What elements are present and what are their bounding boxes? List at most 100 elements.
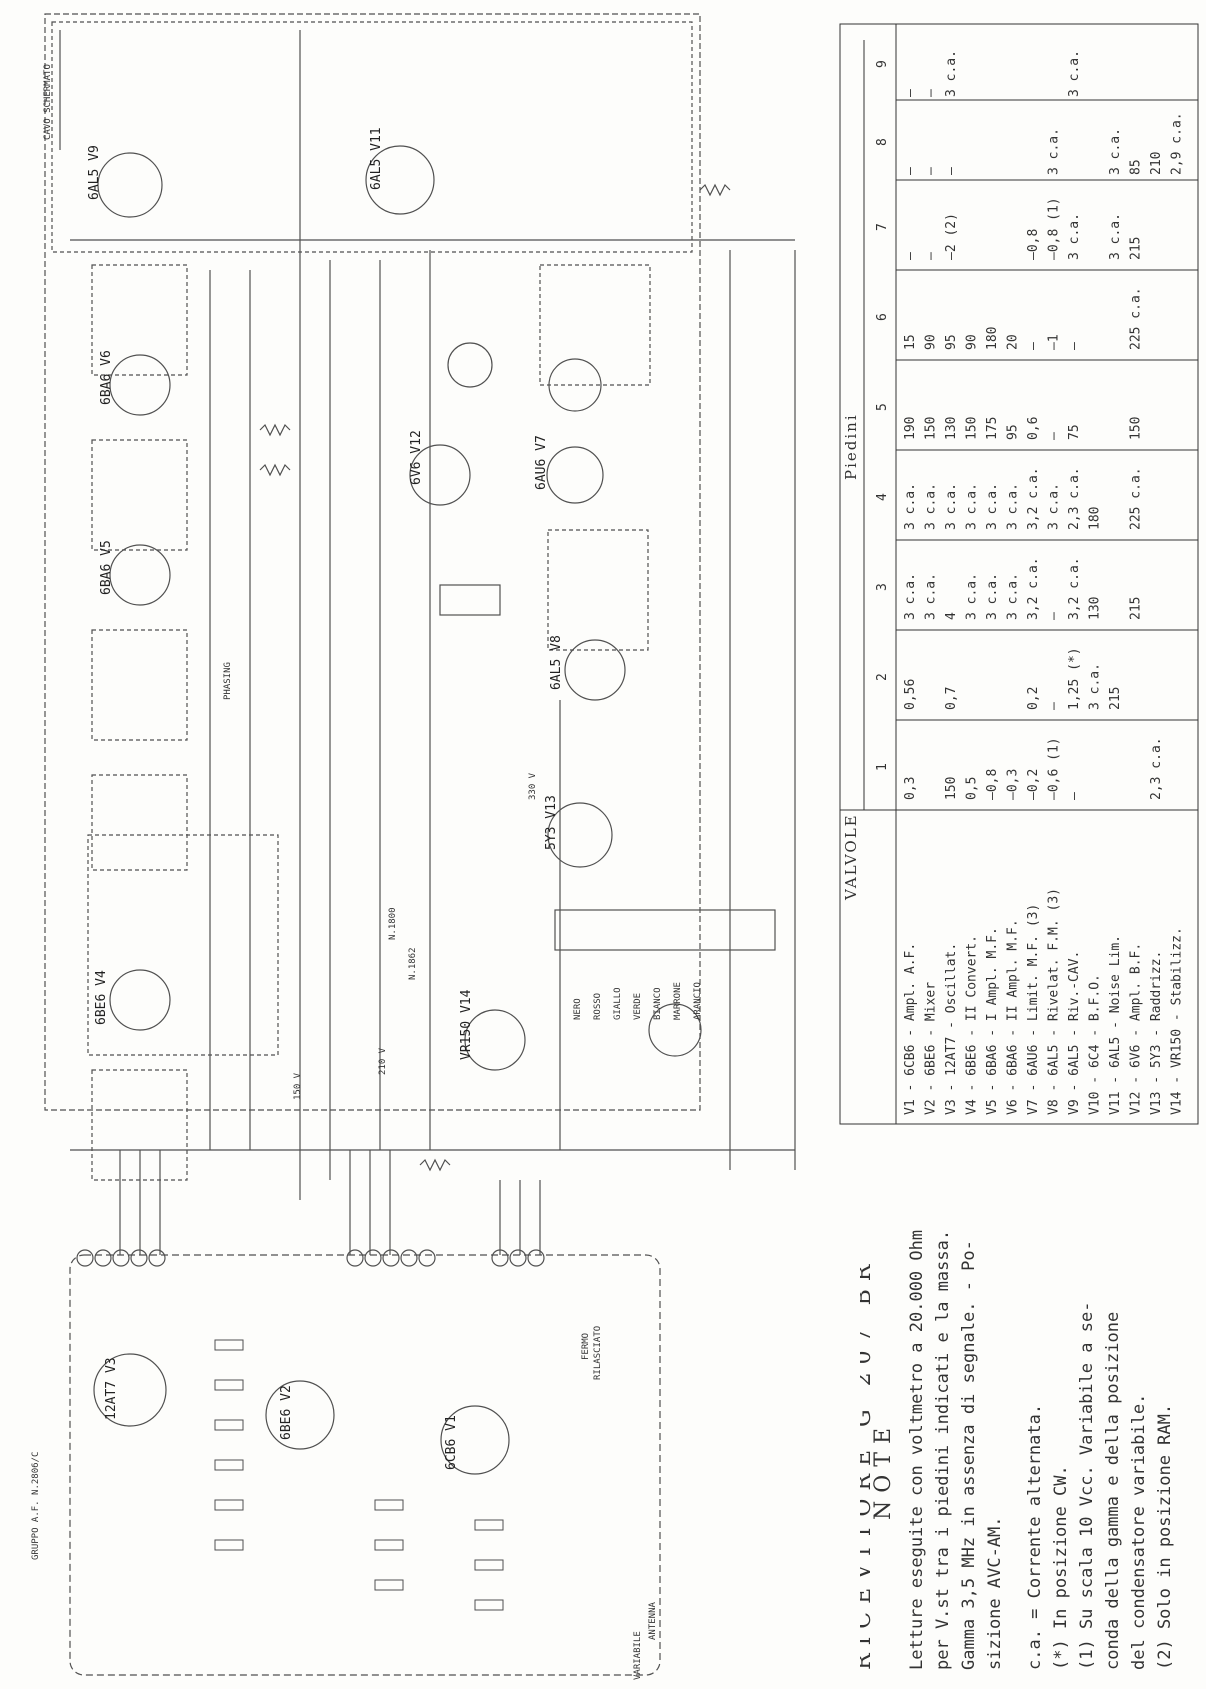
note-line: per V.st tra i piedini indicati e la mas… [933, 1230, 953, 1670]
valve-cell: 3,2 c.a. [1026, 467, 1041, 530]
valve-cell: 3 c.a. [1088, 663, 1103, 710]
valve-row-label: V10 - 6C4 - B.F.O. [1088, 974, 1103, 1115]
valve-cell: 3 c.a. [1047, 128, 1062, 175]
valve-cell: 150 [924, 417, 939, 440]
svg-text:ROSSO: ROSSO [593, 993, 603, 1020]
valve-cell: 3 c.a. [924, 573, 939, 620]
valve-cell: 3 c.a. [924, 483, 939, 530]
valve-cell: 215 [1129, 597, 1144, 620]
valve-cell: —0,8 [985, 769, 1000, 800]
valve-cell: —0,8 [1026, 229, 1041, 260]
valve-cell: 85 [1129, 159, 1144, 175]
valve-cell: 2,3 c.a. [1067, 467, 1082, 530]
valve-cell: 3 c.a. [1006, 573, 1021, 620]
valve-row-label: V9 - 6AL5 - Riv.-CAV. [1067, 951, 1082, 1115]
valve-cell: 130 [944, 417, 959, 440]
svg-text:MARRONE: MARRONE [673, 982, 683, 1020]
valve-row-label: V14 - VR150 - Stabilizz. [1170, 927, 1185, 1115]
svg-text:CAVO SCHERMATO: CAVO SCHERMATO [43, 64, 53, 140]
svg-text:6AU6 V7: 6AU6 V7 [534, 435, 549, 490]
note-line: sizione AVC-AM. [985, 1516, 1005, 1670]
svg-text:6BE6 V4: 6BE6 V4 [94, 970, 109, 1025]
note-line: Gamma 3,5 MHz in assenza di segnale. - P… [959, 1240, 979, 1670]
valve-row-label: V12 - 6V6 - Ampl. B.F. [1129, 943, 1144, 1115]
valve-cell: 3 c.a. [965, 573, 980, 620]
valve-cell: — [903, 252, 918, 260]
valve-row-label: V5 - 6BA6 - I Ampl. M.F. [985, 927, 1000, 1115]
notes-title: NOTE [871, 1420, 896, 1520]
valve-row-label: V7 - 6AU6 - Limit. M.F. (3) [1026, 904, 1041, 1115]
valve-cell: 175 [985, 417, 1000, 440]
valve-cell: — [924, 89, 939, 97]
svg-text:N.1862: N.1862 [408, 947, 418, 980]
valve-row-label: V3 - 12AT7 - Oscillat. [944, 943, 959, 1115]
svg-text:GRUPPO A.F. N.2806/C: GRUPPO A.F. N.2806/C [31, 1452, 41, 1560]
valve-cell: 3,2 c.a. [1067, 557, 1082, 620]
svg-text:6AL5 V9: 6AL5 V9 [87, 145, 102, 200]
svg-text:VARIABILE: VARIABILE [633, 1631, 643, 1680]
svg-text:6BA6 V5: 6BA6 V5 [99, 540, 114, 595]
valve-cell: 215 [1108, 687, 1123, 710]
valve-cell: 215 [1129, 237, 1144, 260]
valve-cell: 90 [924, 334, 939, 350]
svg-text:6CB6 V1: 6CB6 V1 [444, 1415, 459, 1470]
svg-text:5Y3 V13: 5Y3 V13 [544, 795, 559, 850]
svg-text:330 V: 330 V [528, 772, 538, 800]
pin-header-8: 8 [875, 138, 890, 146]
valve-cell: 90 [965, 334, 980, 350]
valve-cell: 3 c.a. [985, 483, 1000, 530]
note-line: (*) In posizione CW. [1051, 1465, 1071, 1670]
svg-text:VR150 V14: VR150 V14 [459, 989, 474, 1060]
valve-row-label: V4 - 6BE6 - II Convert. [965, 935, 980, 1115]
valve-cell: 150 [944, 777, 959, 800]
valve-cell: 3 c.a. [1108, 128, 1123, 175]
svg-text:ARANCIO: ARANCIO [693, 982, 703, 1020]
valve-cell: 95 [944, 334, 959, 350]
valve-cell: 75 [1067, 424, 1082, 440]
valve-cell: —2 (2) [944, 213, 959, 260]
valve-row-label: V6 - 6BA6 - II Ampl. M.F. [1006, 919, 1021, 1115]
valve-cell: 150 [965, 417, 980, 440]
valve-row-label: V11 - 6AL5 - Noise Lim. [1108, 935, 1123, 1115]
svg-text:N.1800: N.1800 [388, 907, 398, 940]
valve-cell: — [903, 89, 918, 97]
valve-cell: —0,6 (1) [1047, 737, 1062, 800]
valve-cell: 3 c.a. [1006, 483, 1021, 530]
valve-row-label: V13 - 5Y3 - Raddrizz. [1149, 951, 1164, 1115]
svg-text:12AT7 V3: 12AT7 V3 [104, 1357, 119, 1420]
valve-cell: 3 c.a. [1067, 213, 1082, 260]
pin-header-7: 7 [875, 223, 890, 231]
valve-row-label: V2 - 6BE6 - Mixer [924, 982, 939, 1115]
valve-cell: — [924, 252, 939, 260]
svg-text:210 V: 210 V [378, 1047, 388, 1075]
valve-cell: — [924, 167, 939, 175]
valve-cell: —0,8 (1) [1047, 197, 1062, 260]
valve-cell: 3 c.a. [944, 50, 959, 97]
svg-text:RILASCIATO: RILASCIATO [593, 1326, 603, 1380]
valve-cell: 190 [903, 417, 918, 440]
valve-cell: 130 [1088, 597, 1103, 620]
valve-cell: 3,2 c.a. [1026, 557, 1041, 620]
valve-cell: 20 [1006, 334, 1021, 350]
valve-cell: 95 [1006, 424, 1021, 440]
valve-cell: 3 c.a. [903, 483, 918, 530]
note-line: c.a. = Corrente alternata. [1025, 1404, 1045, 1670]
valve-cell: —1 [1047, 334, 1062, 350]
pin-header-3: 3 [875, 583, 890, 591]
note-line: (1) Su scala 10 Vcc. Variabile a se- [1077, 1302, 1097, 1670]
note-line: conda della gamma e della posizione [1103, 1312, 1123, 1670]
svg-text:PHASING: PHASING [223, 662, 233, 700]
valve-cell: 210 [1149, 152, 1164, 175]
valve-cell: 3 c.a. [985, 573, 1000, 620]
valve-cell: 225 c.a. [1129, 287, 1144, 350]
valve-cell: — [1047, 432, 1062, 440]
valve-cell: — [944, 167, 959, 175]
valve-cell: — [903, 167, 918, 175]
valve-cell: 0,7 [944, 687, 959, 710]
pin-header-6: 6 [875, 313, 890, 321]
valve-cell: 2,3 c.a. [1149, 737, 1164, 800]
valve-row-label: V8 - 6AL5 - Rivelat. F.M. (3) [1047, 888, 1062, 1115]
